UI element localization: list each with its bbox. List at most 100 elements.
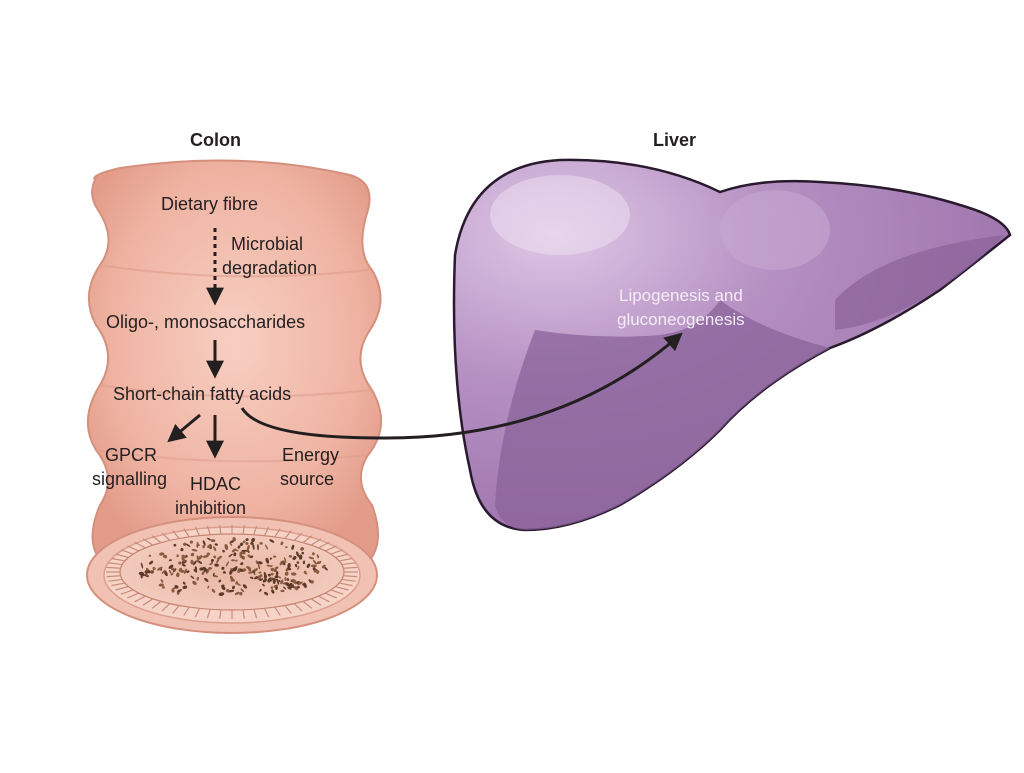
villus	[106, 566, 121, 569]
microbe	[252, 543, 255, 550]
microbe	[213, 555, 217, 559]
microbe	[185, 554, 188, 558]
liver-right-lobe-highlight	[720, 190, 830, 270]
microbe	[242, 584, 247, 589]
microbe	[235, 559, 238, 562]
microbe	[225, 588, 230, 593]
microbe	[221, 566, 225, 570]
villus	[120, 589, 134, 595]
villus	[120, 549, 134, 555]
microbe	[160, 579, 164, 583]
gut-microbes	[138, 537, 328, 596]
microbe	[306, 563, 311, 569]
microbe	[316, 570, 320, 574]
microbe	[185, 543, 191, 547]
microbe	[207, 544, 212, 549]
microbe	[287, 563, 291, 569]
microbe	[270, 564, 273, 568]
microbe	[245, 541, 249, 546]
villus	[339, 557, 353, 562]
microbe	[264, 544, 269, 550]
villus	[324, 592, 338, 599]
microbe	[229, 542, 233, 546]
villus	[106, 575, 121, 578]
villus	[126, 592, 140, 599]
microbe	[228, 553, 233, 558]
microbe	[168, 559, 172, 562]
microbe	[214, 543, 218, 546]
villus	[293, 532, 303, 541]
colon-title: Colon	[190, 130, 241, 150]
microbe	[239, 542, 244, 547]
microbe	[296, 551, 300, 557]
microbe	[140, 562, 144, 569]
microbe	[324, 566, 328, 571]
villus	[339, 582, 353, 587]
microbe	[206, 552, 211, 556]
microbe	[190, 552, 195, 557]
villus	[115, 553, 129, 559]
microbe	[275, 586, 278, 590]
microbe	[239, 591, 243, 596]
microbe	[171, 588, 175, 593]
microbe	[171, 567, 175, 571]
microbe	[321, 564, 326, 569]
microbe	[192, 580, 197, 585]
microbe	[272, 555, 277, 558]
microbe	[242, 540, 246, 544]
microbe	[234, 591, 240, 596]
villus	[194, 608, 201, 618]
microbe	[229, 575, 233, 579]
microbe	[174, 585, 179, 589]
villus	[172, 530, 180, 539]
microbe	[266, 564, 272, 567]
microbe	[182, 585, 188, 589]
microbe	[258, 571, 262, 574]
microbe	[269, 539, 275, 543]
microbe	[239, 551, 243, 558]
villus	[330, 549, 344, 555]
villus	[115, 585, 129, 591]
microbe	[168, 569, 172, 574]
villus	[253, 525, 258, 535]
microbe	[207, 585, 210, 589]
microbe	[276, 578, 280, 585]
microbe	[296, 561, 300, 564]
villus	[219, 609, 222, 619]
villus	[284, 530, 292, 539]
villus	[343, 566, 358, 569]
microbe	[291, 578, 298, 585]
villus	[126, 545, 140, 552]
microbe	[259, 542, 263, 545]
label-microbial: Microbial	[231, 234, 304, 254]
microbe	[163, 554, 168, 559]
microbe	[201, 571, 205, 575]
microbe	[180, 547, 184, 552]
villus	[318, 541, 330, 549]
pathway-arrows	[167, 228, 683, 459]
microbe	[183, 542, 187, 546]
microbe	[235, 580, 238, 585]
villus	[111, 557, 125, 562]
microbe	[202, 555, 209, 558]
microbe	[300, 547, 305, 551]
microbe	[162, 586, 165, 589]
microbe	[248, 571, 254, 574]
microbe	[234, 566, 238, 569]
microbe	[274, 575, 279, 579]
villus	[206, 525, 211, 535]
microbe	[232, 537, 236, 542]
villus	[108, 562, 123, 566]
colon-fold	[95, 449, 369, 463]
microbe	[270, 572, 274, 576]
microbe	[310, 564, 317, 568]
microbe	[311, 552, 315, 556]
microbe	[259, 588, 262, 592]
villus	[151, 535, 162, 544]
microbe	[278, 579, 281, 583]
arrow-to-gpcr	[167, 413, 201, 443]
microbe	[159, 552, 165, 556]
microbe	[230, 568, 233, 571]
